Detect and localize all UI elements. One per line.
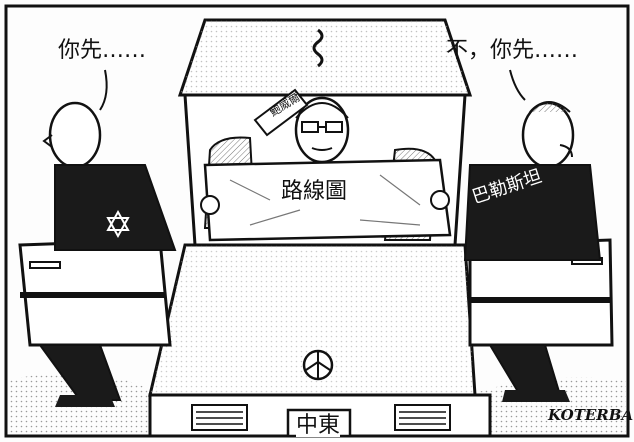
left-figure-body bbox=[54, 164, 177, 251]
left-figure-head bbox=[48, 101, 102, 169]
road-map-label: 路線圖 bbox=[278, 180, 351, 204]
right-figure-speech: 不，你先‥‥‥ bbox=[446, 38, 579, 63]
antenna bbox=[312, 28, 324, 68]
right-figure-head bbox=[521, 101, 575, 169]
left-figure-speech: 你先‥‥‥ bbox=[58, 38, 147, 63]
driver-hair bbox=[295, 102, 349, 119]
license-plate-label: 中東 bbox=[296, 413, 341, 438]
artist-signature: KOTERBA bbox=[548, 406, 634, 424]
door-handle-left bbox=[29, 261, 61, 269]
hat-band bbox=[253, 88, 309, 137]
speech-tick-right bbox=[509, 69, 526, 101]
right-figure-body bbox=[463, 164, 602, 261]
left-figure-legs bbox=[38, 344, 122, 401]
star-of-david-icon bbox=[106, 209, 130, 239]
speech-tick-left bbox=[99, 69, 108, 111]
